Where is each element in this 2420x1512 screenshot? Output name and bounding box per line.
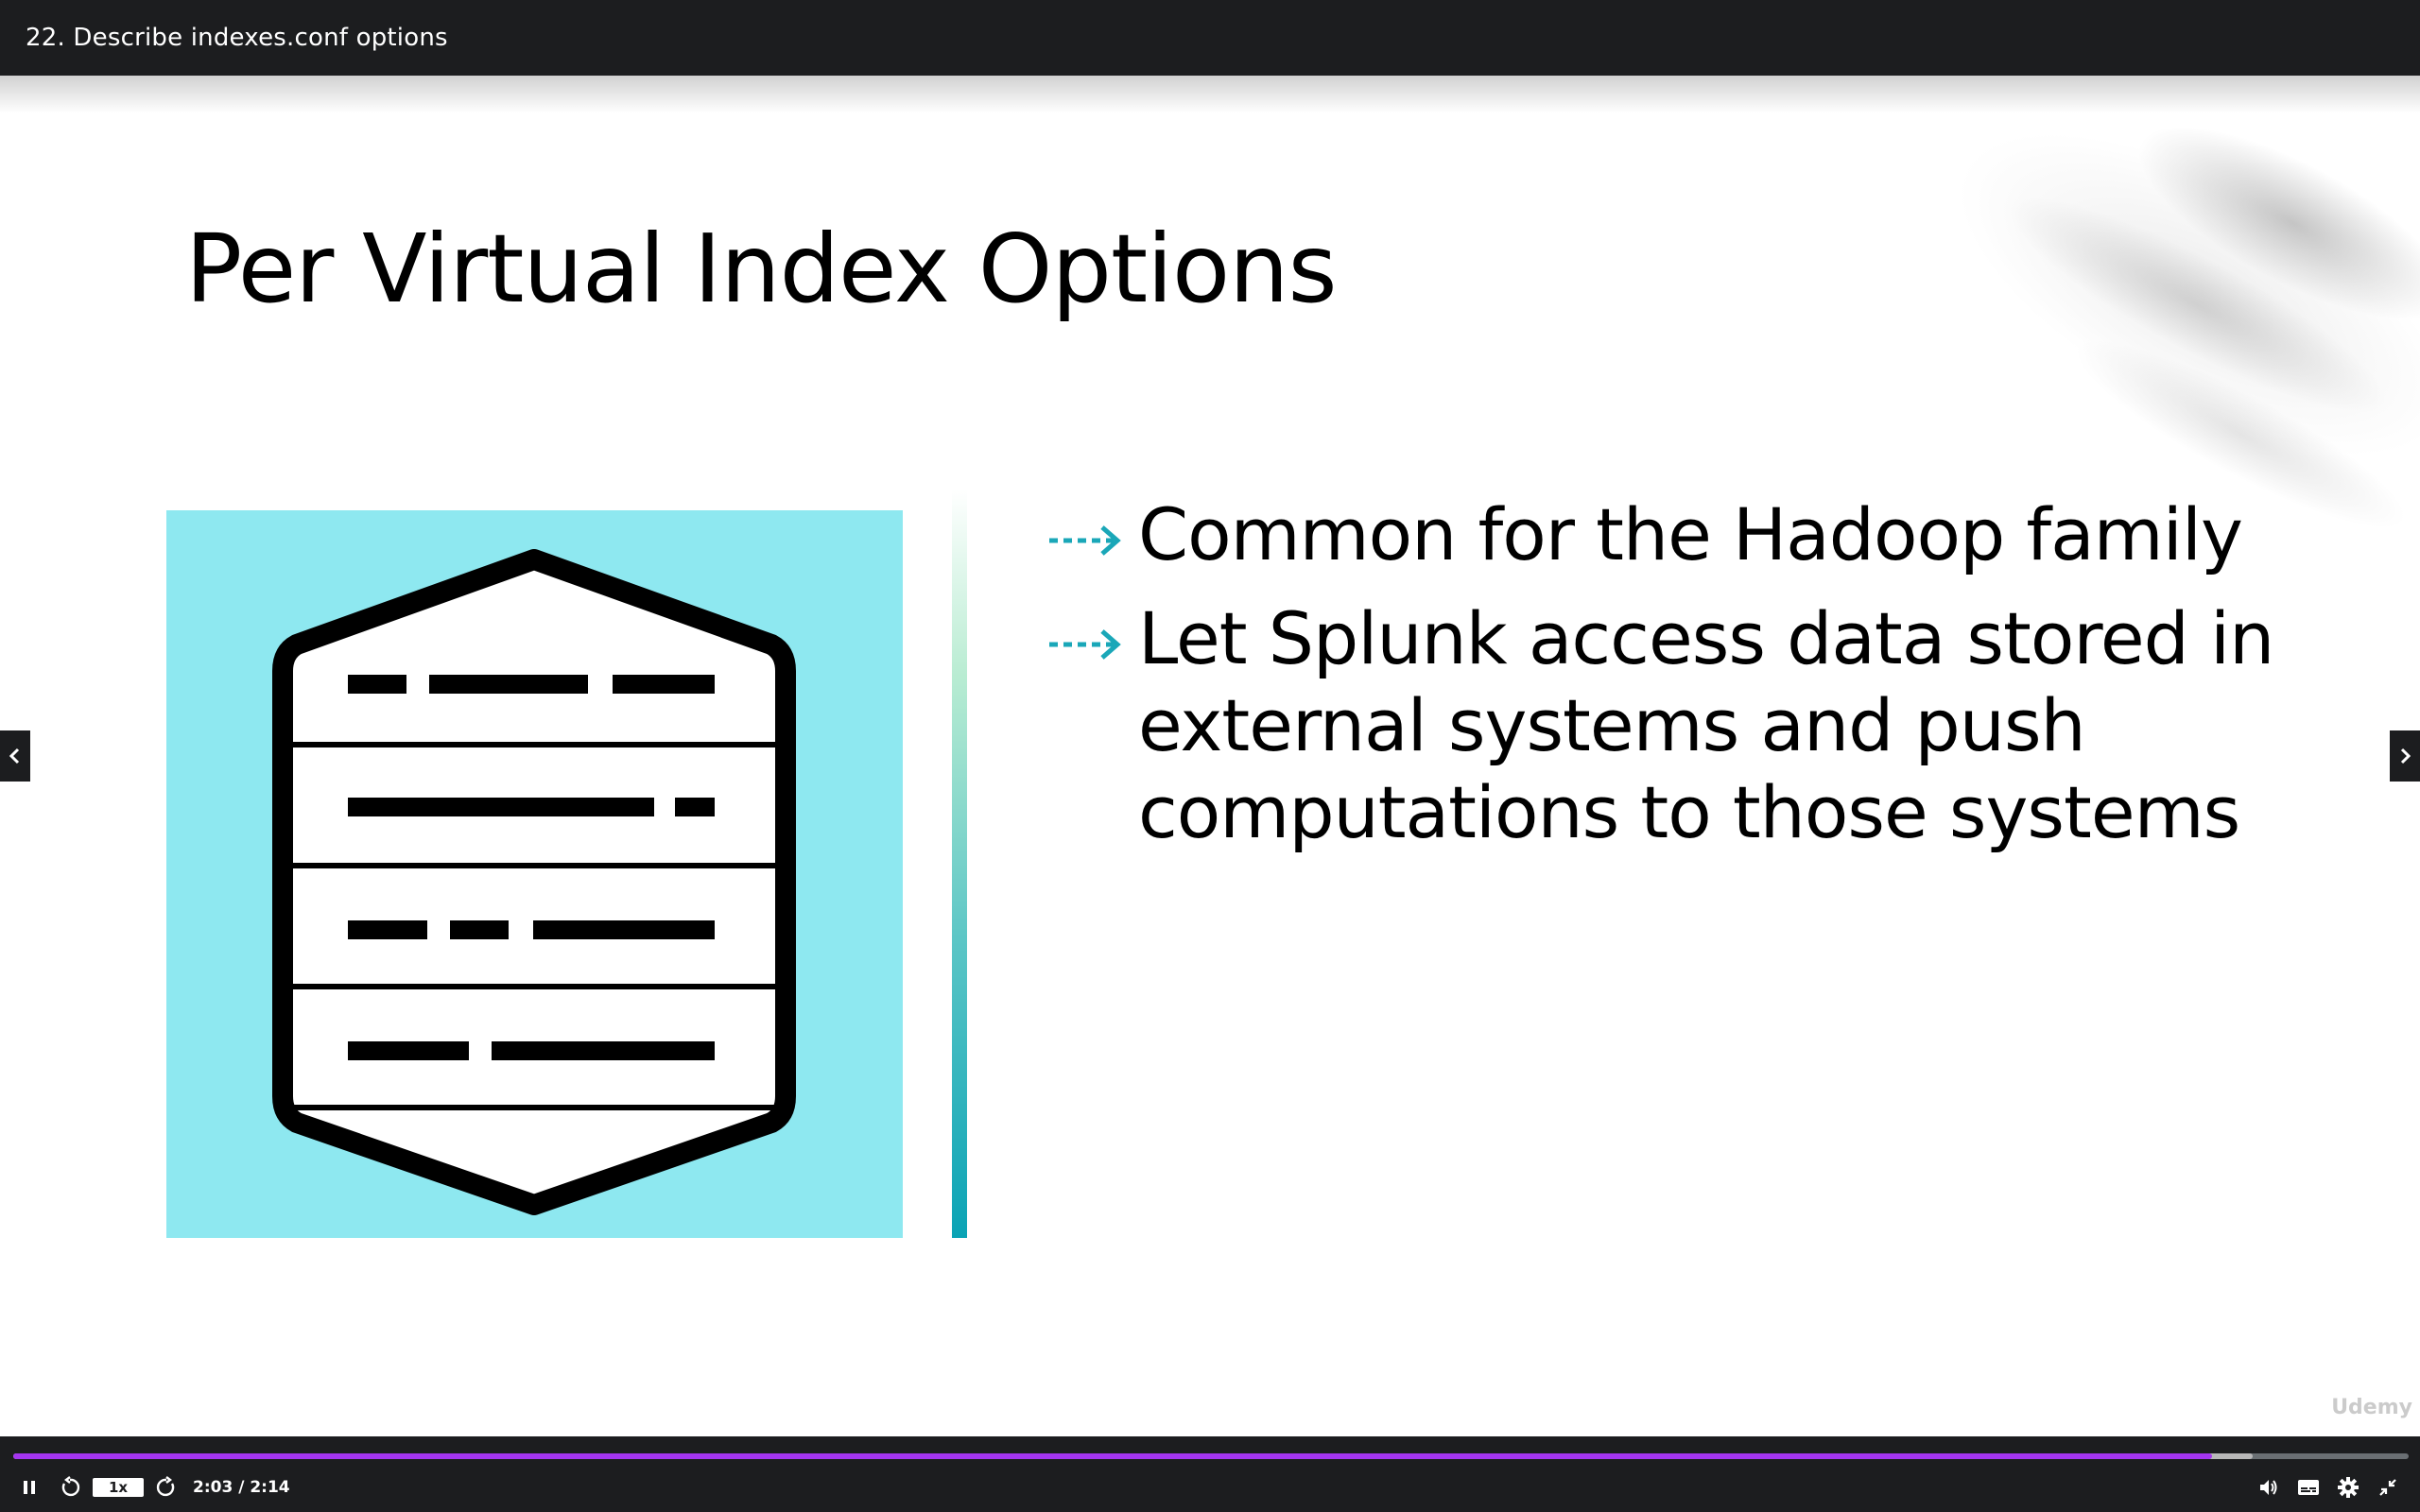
video-slide[interactable]: Per Virtual Index Options xyxy=(0,76,2420,1436)
exit-fullscreen-icon xyxy=(2379,1479,2396,1496)
dashed-arrow-icon xyxy=(1049,525,1121,556)
forward-button[interactable] xyxy=(153,1474,180,1501)
list-item: Common for the Hadoop family xyxy=(1047,491,2276,578)
forward-icon xyxy=(156,1476,175,1497)
rewind-button[interactable] xyxy=(57,1474,83,1501)
progress-fill xyxy=(13,1453,2212,1459)
playback-speed-button[interactable]: 1x xyxy=(93,1478,144,1497)
chevron-right-icon xyxy=(2400,747,2411,765)
header-shadow xyxy=(0,76,2420,113)
server-illustration xyxy=(166,510,903,1238)
server-rack-icon xyxy=(272,549,796,1215)
bullet-text: Common for the Hadoop family xyxy=(1138,492,2243,576)
settings-icon xyxy=(2338,1477,2359,1498)
udemy-watermark: Udemy xyxy=(2331,1396,2412,1419)
chevron-left-icon xyxy=(9,747,20,765)
lecture-header: 22. Describe indexes.conf options xyxy=(0,0,2420,76)
captions-icon xyxy=(2298,1480,2319,1495)
pause-icon xyxy=(24,1481,35,1494)
speed-label: 1x xyxy=(93,1478,144,1497)
captions-button[interactable] xyxy=(2295,1474,2322,1501)
volume-button[interactable] xyxy=(2256,1474,2282,1501)
bullet-list: Common for the Hadoop family Let Splunk … xyxy=(1047,491,2276,873)
previous-lecture-button[interactable] xyxy=(0,730,30,782)
volume-icon xyxy=(2260,1480,2277,1495)
list-item: Let Splunk access data stored in externa… xyxy=(1047,595,2276,856)
video-progress-bar[interactable] xyxy=(13,1453,2409,1459)
lecture-title: 22. Describe indexes.conf options xyxy=(26,24,448,52)
time-display: 2:03 / 2:14 xyxy=(193,1478,290,1497)
bullet-text: Let Splunk access data stored in externa… xyxy=(1138,596,2274,854)
gradient-divider xyxy=(952,490,967,1238)
settings-button[interactable] xyxy=(2335,1474,2361,1501)
exit-fullscreen-button[interactable] xyxy=(2375,1474,2401,1501)
dashed-arrow-icon xyxy=(1049,629,1121,660)
next-lecture-button[interactable] xyxy=(2390,730,2420,782)
slide-title: Per Virtual Index Options xyxy=(185,214,1338,324)
rewind-icon xyxy=(61,1476,80,1497)
pause-button[interactable] xyxy=(17,1475,42,1500)
player-controls: 1x 2:03 / 2:14 xyxy=(0,1463,2420,1512)
